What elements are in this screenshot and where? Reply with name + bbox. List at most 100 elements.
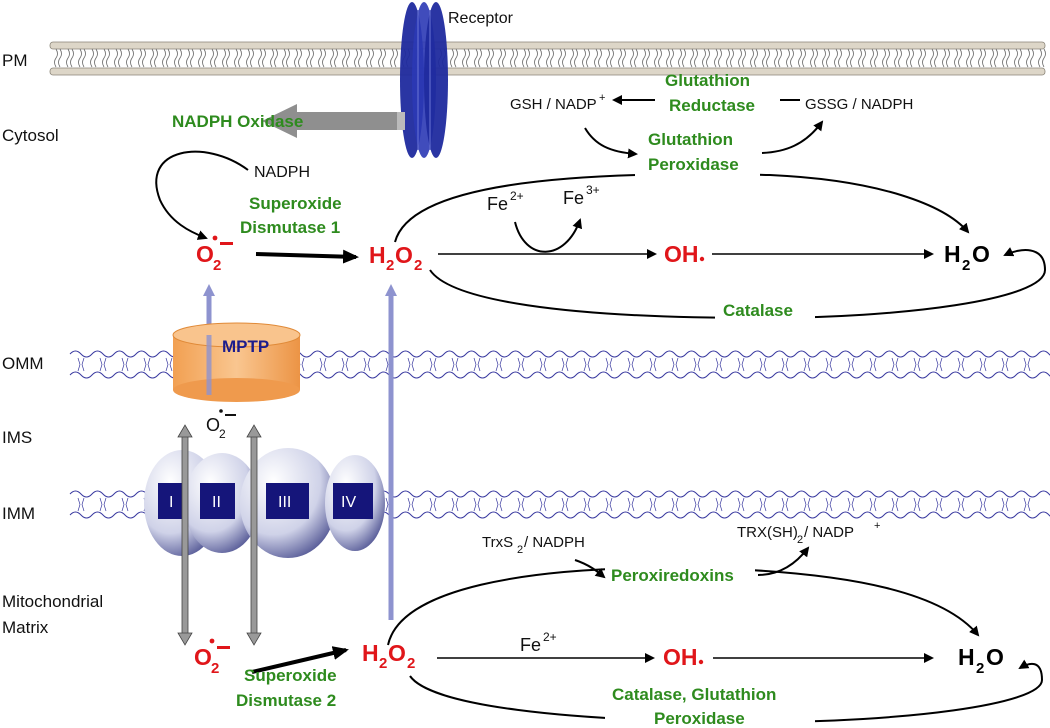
matrix-hydroxyl: OH [663,644,704,670]
nadph-to-superoxide-arrow [155,150,249,240]
sod2-line1: Superoxide [244,666,337,685]
label-omm: OMM [2,354,44,373]
svg-text:/ NADPH: / NADPH [524,534,585,551]
svg-text:OH: OH [664,241,699,267]
svg-text:3+: 3+ [586,183,600,197]
svg-text:O: O [196,241,214,267]
svg-text:2: 2 [211,660,219,677]
gpx-arc-arrow [394,173,970,243]
sod1-line2: Dismutase 1 [240,218,340,237]
svg-text:2+: 2+ [510,189,524,203]
gr-line2: Reductase [669,96,755,115]
svg-text:/ NADP: / NADP [804,524,854,541]
cytosol-fe3: Fe 3+ [563,183,600,208]
receptor-to-nox-arrow [262,104,405,138]
catalase-cytosol-label: Catalase [723,301,793,320]
svg-text:OH: OH [663,644,698,670]
complex-iv-box [333,483,373,519]
catalase-cytosol-arrow [429,247,1047,320]
gsh-into-gpx-arrow [584,127,638,159]
svg-text:TrxS: TrxS [482,534,513,551]
svg-text:+: + [874,520,880,532]
svg-text:O: O [206,415,220,435]
matrix-water: H 2 O [958,644,1004,677]
matrix-catalase-gpx-arrow [409,659,1044,724]
svg-text:H: H [958,644,975,670]
svg-text:Fe: Fe [563,188,584,208]
cytosol-h2o2: H 2 O 2 [369,242,422,274]
gpx-line2: Peroxidase [648,155,739,174]
label-ims: IMS [2,428,32,447]
complex-iii-box [266,483,309,519]
sod1-line1: Superoxide [249,194,342,213]
prx-to-trxsh2-arrow [757,546,810,576]
svg-text:2: 2 [407,655,415,672]
trxs2-into-prx-arrow [574,559,606,579]
svg-text:2: 2 [386,257,394,274]
svg-text:Fe: Fe [487,194,508,214]
cytosol-hydroxyl: OH [664,241,705,267]
gssg-nadph-label: GSSG / NADPH [805,96,913,113]
svg-text:2: 2 [213,257,221,274]
trxsh2-nadp-label: TRX(SH) 2 / NADP + [737,520,880,546]
label-cytosol: Cytosol [2,126,59,145]
sod1-arrow [255,249,359,264]
svg-text:+: + [599,92,605,104]
cytosol-fe2: Fe 2+ [487,189,524,214]
cat-gpx-line1: Catalase, Glutathion [612,685,776,704]
cytosol-superoxide: O 2 [196,235,233,274]
receptor [400,2,448,158]
svg-text:2+: 2+ [543,630,557,644]
svg-text:O: O [972,241,990,267]
svg-text:H: H [369,242,386,268]
gpx-line1: Glutathion [648,130,733,149]
svg-text:Fe: Fe [520,635,541,655]
label-matrix-line2: Matrix [2,618,49,637]
svg-text:O: O [395,242,413,268]
matrix-superoxide: O 2 [194,638,230,677]
nadph-label: NADPH [254,164,310,181]
matrix-h2o2: H 2 O 2 [362,640,415,672]
label-matrix-line1: Mitochondrial [2,592,103,611]
svg-text:H: H [362,640,379,666]
matrix-fe2: Fe 2+ [520,630,557,655]
svg-text:O: O [986,644,1004,670]
label-pm: PM [2,51,28,70]
svg-text:H: H [944,241,961,267]
svg-text:2: 2 [414,257,422,274]
complex-iii-superoxide-arrow [246,424,262,646]
complex-iii-label: III [278,494,291,511]
plasma-membrane [49,41,1046,76]
complex-iv-label: IV [341,494,356,511]
svg-text:TRX(SH): TRX(SH) [737,524,798,541]
ims-superoxide: O 2 [206,409,236,441]
gsh-nadp-label: GSH / NADP + [510,92,605,113]
sod2-line2: Dismutase 2 [236,691,336,710]
svg-text:O: O [194,644,212,670]
svg-text:GSH / NADP: GSH / NADP [510,96,597,113]
receptor-label: Receptor [448,10,514,27]
sod2-arrow [251,646,349,674]
mptp-channel [172,322,301,402]
gpx-to-gssg-arrow [761,120,824,154]
svg-text:2: 2 [976,660,984,677]
svg-text:2: 2 [379,655,387,672]
complex-i-superoxide-arrow [177,424,193,646]
label-imm: IMM [2,504,35,523]
cat-gpx-line2: Peroxidase [654,709,745,728]
svg-text:2: 2 [219,427,226,441]
complex-ii-box [200,483,235,519]
mptp-label: MPTP [222,337,269,356]
svg-text:2: 2 [962,257,970,274]
nadph-oxidase-label: NADPH Oxidase [172,112,303,131]
svg-text:2: 2 [797,534,803,546]
svg-text:O: O [388,640,406,666]
svg-text:2: 2 [517,544,523,556]
complex-ii-label: II [212,494,221,511]
fe-oxidation-arrow [514,218,583,253]
trxs2-nadph-label: TrxS 2 / NADPH [482,534,585,556]
cytosol-water: H 2 O [944,241,990,274]
complex-i-label: I [169,494,173,511]
gr-line1: Glutathion [665,71,750,90]
